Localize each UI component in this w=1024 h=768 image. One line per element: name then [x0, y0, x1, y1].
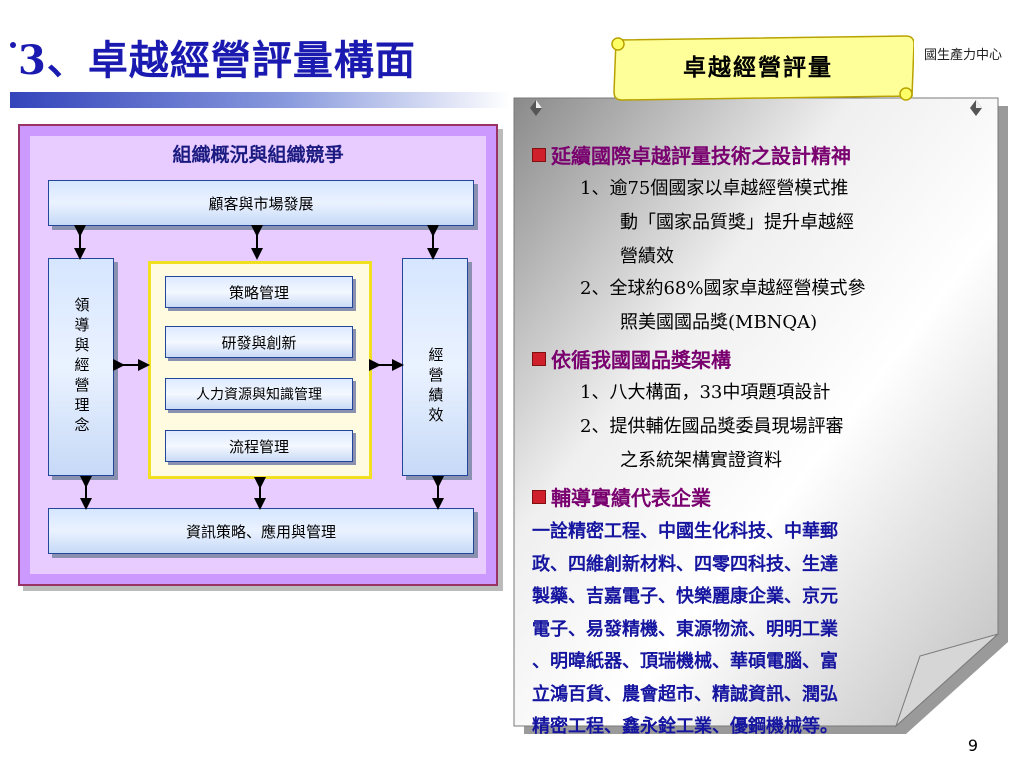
title-bullet-icon: [10, 42, 16, 48]
section-heading: 輔導實績代表企業: [532, 482, 711, 511]
hr-knowledge-box: 人力資源與知識管理: [165, 378, 353, 410]
square-bullet-icon: [532, 148, 546, 162]
title-underline-bar: [10, 92, 510, 108]
list-item-text: 1、逾75個國家以卓越經營模式推: [580, 178, 849, 199]
scroll-badge-label: 卓越經營評量: [683, 54, 833, 81]
organization-logo-text: 國生產力中心: [923, 48, 1002, 63]
square-bullet-icon: [532, 490, 546, 504]
leadership-box-label: 領導與經營理念: [72, 297, 91, 437]
list-item-text: 之系統架構實證資料: [620, 450, 782, 471]
rnd-innovation-box: 研發與創新: [165, 326, 353, 358]
diagram-arrows: [74, 225, 444, 510]
section-heading: 延續國際卓越評量技術之設計精神: [532, 140, 851, 169]
process-management-box: 流程管理: [165, 430, 353, 462]
list-item-text: 2、提供輔佐國品獎委員現場評審: [580, 416, 844, 437]
company-list-line: 立鴻百貨、農會超市、精誠資訊、潤弘: [532, 683, 838, 705]
pin-icon: [970, 100, 982, 116]
company-list-line: 一詮精密工程、中國生化科技、中華郵: [532, 521, 838, 542]
list-item-text: 2、全球約68%國家卓越經營模式參: [580, 278, 866, 299]
scroll-badge: [611, 35, 914, 101]
diagram-title: 組織概況與組織競爭: [172, 144, 344, 166]
company-list: 一詮精密工程、中國生化科技、中華郵 政、四維創新材料、四零四科技、生達 製藥、吉…: [532, 516, 972, 744]
list-item: 2、全球約68%國家卓越經營模式參 照美國國品獎(MBNQA): [580, 272, 865, 340]
callout-note-panel: [513, 97, 1008, 734]
list-item-text: 營績效: [620, 246, 674, 267]
company-list-line: 政、四維創新材料、四零四科技、生達: [532, 553, 838, 575]
list-item: 1、八大構面，33中項題項設計: [580, 376, 830, 410]
section-heading-text: 依循我國國品獎架構: [551, 348, 731, 372]
square-bullet-icon: [532, 352, 546, 366]
pin-icon: [530, 100, 542, 116]
leadership-box: 領導與經營理念: [48, 258, 114, 476]
strategy-management-box: 策略管理: [165, 276, 353, 308]
company-list-line: 製藥、吉嘉電子、快樂麗康企業、京元: [532, 586, 838, 607]
page-number: 9: [967, 736, 978, 755]
list-item-text: 動「國家品質獎」提升卓越經: [620, 212, 854, 233]
company-list-line: 精密工程、鑫永銓工業、優鋼機械等。: [532, 716, 838, 737]
company-list-line: 、明暐紙器、頂瑞機械、華碩電腦、富: [532, 651, 838, 672]
company-list-line: 電子、易發精機、東源物流、明明工業: [532, 618, 838, 640]
list-item: 1、逾75個國家以卓越經營模式推 動「國家品質獎」提升卓越經 營績效: [580, 172, 854, 274]
info-strategy-box: 資訊策略、應用與管理: [48, 508, 474, 554]
section-heading: 依循我國國品獎架構: [532, 344, 731, 373]
list-item-text: 1、八大構面，33中項題項設計: [580, 382, 831, 403]
section-heading-text: 延續國際卓越評量技術之設計精神: [551, 144, 851, 168]
list-item: 2、提供輔佐國品獎委員現場評審 之系統架構實證資料: [580, 410, 843, 478]
customer-market-box: 顧客與市場發展: [48, 180, 474, 226]
section-heading-text: 輔導實績代表企業: [551, 486, 711, 510]
performance-box-label: 經營績效: [426, 347, 445, 427]
list-item-text: 照美國國品獎(MBNQA): [620, 312, 818, 333]
slide-title: 3、卓越經營評量構面: [18, 37, 416, 84]
